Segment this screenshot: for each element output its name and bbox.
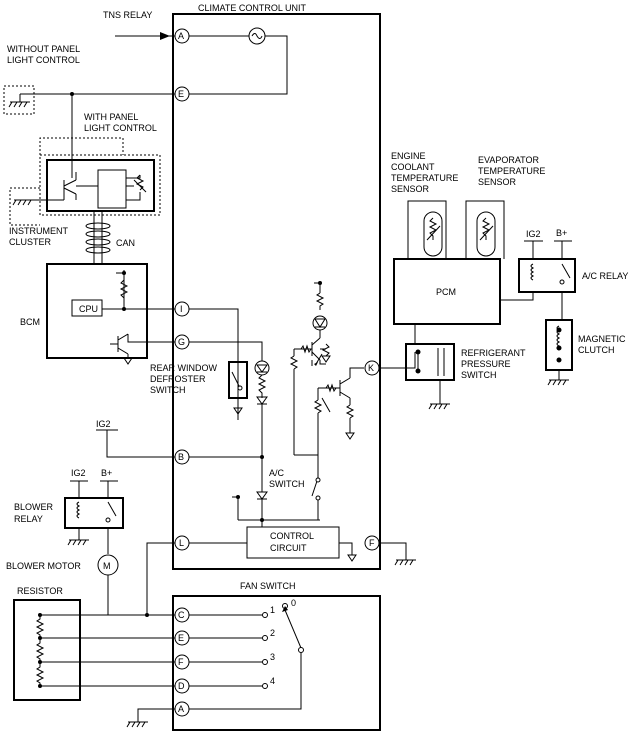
instrument-cluster-box (46, 159, 155, 212)
pcm-box (393, 258, 501, 325)
rear-window-label-2: DEFROSTER (150, 374, 206, 384)
pin-a-bot-label: A (178, 704, 184, 714)
climate-control-unit-label: CLIMATE CONTROL UNIT (198, 3, 307, 13)
evap-label-3: SENSOR (478, 177, 517, 187)
control-circuit-label-1: CONTROL (270, 531, 314, 541)
ground-icon (347, 554, 357, 562)
fan-position-0: 0 (291, 598, 296, 608)
ac-relay-label: A/C RELAY (582, 271, 628, 281)
rear-window-label-3: SWITCH (150, 385, 186, 395)
resistor-box (13, 599, 81, 701)
climate-control-unit-box (172, 13, 381, 570)
engine-label-4: SENSOR (391, 184, 430, 194)
ig2-blower-label: IG2 (71, 468, 86, 478)
pin-f2-label: F (178, 657, 184, 667)
pin-g-label: G (178, 337, 185, 347)
fan-position-4: 4 (270, 676, 275, 686)
pin-c-label: C (178, 610, 185, 620)
pin-i-label: I (180, 304, 183, 314)
magnetic-clutch-label-2: CLUTCH (578, 345, 615, 355)
magnetic-clutch-label-1: MAGNETIC (578, 334, 626, 344)
fan-position-3: 3 (270, 652, 275, 662)
ground-icon (345, 432, 355, 440)
instrument-cluster-label-1: INSTRUMENT (9, 226, 68, 236)
with-panel-label-2: LIGHT CONTROL (84, 123, 157, 133)
pin-b-label: B (178, 452, 184, 462)
ac-switch-label-1: A/C (269, 468, 285, 478)
arrow-icon (160, 32, 170, 40)
fan-switch-label: FAN SWITCH (240, 581, 296, 591)
ground-icon (321, 355, 331, 363)
fan-position-1: 1 (270, 605, 275, 615)
relay-coil-icon (530, 263, 535, 281)
ig2-ac-label: IG2 (526, 229, 541, 239)
resistor-label: RESISTOR (17, 586, 63, 596)
refrigerant-label-3: SWITCH (461, 370, 497, 380)
tns-relay-label: TNS RELAY (103, 10, 152, 20)
relay-coil-icon (76, 501, 81, 519)
engine-label-3: TEMPERATURE (391, 173, 458, 183)
rear-window-label-1: REAR WINDOW (150, 363, 218, 373)
ac-relay-box (518, 258, 576, 293)
bplus-ac-label: B+ (556, 228, 567, 238)
pin-l-label: L (179, 538, 184, 548)
indicator-led-icon (254, 360, 270, 376)
blower-relay-label-2: RELAY (14, 514, 43, 524)
cpu-label: CPU (79, 304, 98, 314)
evap-label-1: EVAPORATOR (478, 155, 540, 165)
pcm-label: PCM (436, 287, 456, 297)
ground-icon (123, 357, 133, 365)
pin-f-label: F (369, 538, 375, 548)
blower-relay-label-1: BLOWER (14, 502, 54, 512)
ig2-b-label: IG2 (96, 419, 111, 429)
with-panel-label-1: WITH PANEL (84, 112, 138, 122)
without-panel-label-1: WITHOUT PANEL (7, 44, 80, 54)
fan-switch-wiper (284, 609, 302, 649)
engine-coolant-sensor (423, 211, 443, 257)
pin-e-label: E (178, 89, 184, 99)
pin-d-label: D (178, 681, 185, 691)
refrigerant-pressure-switch (405, 343, 455, 381)
pin-e2-label: E (178, 633, 184, 643)
blower-motor-label: BLOWER MOTOR (6, 561, 81, 571)
evap-label-2: TEMPERATURE (478, 166, 545, 176)
without-panel-label-2: LIGHT CONTROL (7, 55, 80, 65)
blower-relay-box (64, 497, 124, 529)
ac-switch-label-2: SWITCH (269, 479, 305, 489)
fan-switch-box (172, 595, 381, 731)
ground-icon (233, 407, 243, 415)
without-panel-box (3, 85, 35, 115)
fan-position-2: 2 (270, 628, 275, 638)
engine-label-2: COOLANT (391, 162, 435, 172)
bcm-label: BCM (20, 317, 40, 327)
engine-label-1: ENGINE (391, 151, 426, 161)
pin-a-top-label: A (178, 31, 184, 41)
evaporator-sensor (476, 211, 496, 257)
pin-k-label: K (368, 363, 374, 373)
can-label: CAN (116, 238, 135, 248)
blower-motor-m: M (103, 561, 111, 571)
cpu-box (71, 299, 103, 317)
refrigerant-label-1: REFRIGERANT (461, 348, 526, 358)
refrigerant-label-2: PRESSURE (461, 359, 511, 369)
bcm-box (46, 263, 148, 359)
instrument-cluster-label-2: CLUSTER (9, 237, 52, 247)
bplus-blower-label: B+ (101, 468, 112, 478)
control-circuit-label-2: CIRCUIT (270, 543, 307, 553)
